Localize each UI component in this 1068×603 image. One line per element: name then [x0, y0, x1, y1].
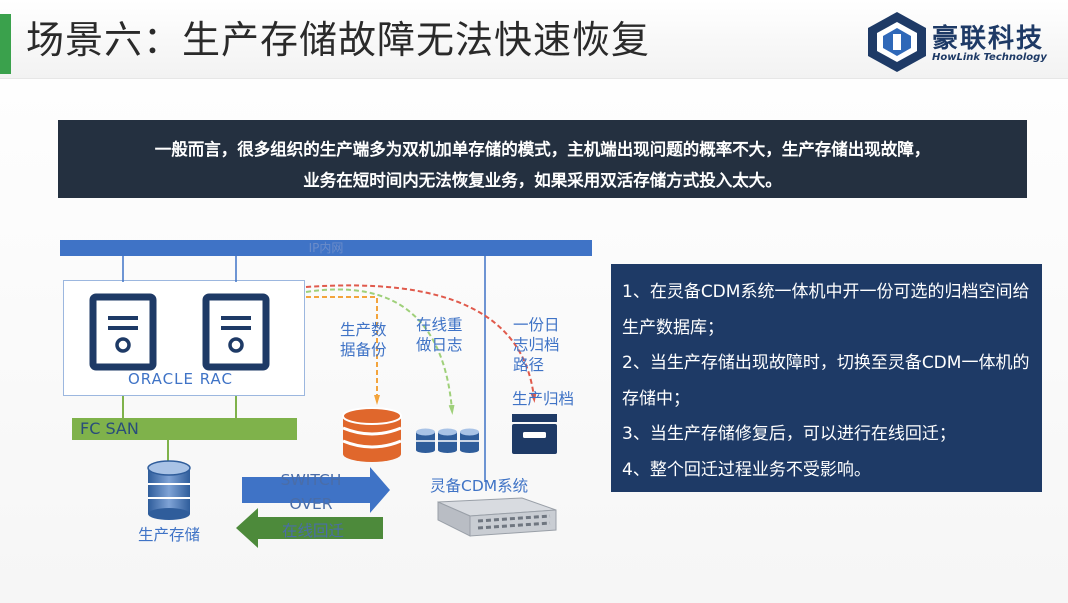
brand-name-english: HowLink Technology	[932, 52, 1047, 63]
cdm-system-label: 灵备CDM系统	[430, 477, 529, 495]
howlink-logo-icon	[868, 12, 926, 72]
archive-box-icon	[512, 414, 557, 454]
online-migrate-back-label: 在线回迁	[281, 522, 344, 540]
redo-log-flow-arrow	[305, 288, 455, 415]
summary-line-1: 一般而言，很多组织的生产端多为双机加单存储的模式，主机端出现问题的概率不大，生产…	[154, 140, 931, 159]
switch-over-label: SWITCH OVER	[280, 471, 342, 513]
note-item: 1、在灵备CDM系统一体机中开一份可选的归档空间给生产数据库；	[622, 282, 1030, 338]
fc-san-bar	[72, 418, 297, 440]
backup-flow-arrow	[306, 296, 380, 405]
oracle-rac-label: ORACLE RAC	[128, 370, 233, 388]
online-redo-log-label: 在线重做日志	[416, 316, 463, 354]
production-storage-label: 生产存储	[138, 526, 201, 544]
archive-flow-arrow	[305, 284, 537, 403]
notes-panel: 1、在灵备CDM系统一体机中开一份可选的归档空间给生产数据库； 2、当生产存储出…	[611, 264, 1042, 492]
page-title: 场景六：生产存储故障无法快速恢复	[26, 18, 651, 62]
server-icon	[89, 293, 157, 371]
brand-name: 豪联科技	[932, 24, 1045, 54]
production-storage-icon	[147, 460, 191, 520]
archive-path-label: 一份日志归档路径	[513, 316, 560, 374]
note-item: 2、当生产存储出现故障时，切换至灵备CDM一体机的存储中；	[622, 353, 1030, 409]
ip-network-label: IP内网	[308, 241, 344, 255]
migrate-back-arrow	[236, 508, 383, 548]
data-backup-label: 生产数据备份	[340, 321, 387, 359]
production-archive-label: 生产归档	[512, 390, 575, 408]
title-accent-bar	[0, 14, 11, 74]
redo-log-storage-icon	[416, 428, 479, 453]
backup-database-icon	[342, 407, 402, 462]
switch-over-arrow	[242, 467, 390, 513]
summary-line-2: 业务在短时间内无法恢复业务，如果采用双活存储方式投入太大。	[303, 171, 782, 190]
summary-banner: 一般而言，很多组织的生产端多为双机加单存储的模式，主机端出现问题的概率不大，生产…	[58, 120, 1027, 198]
cdm-appliance-icon	[437, 497, 557, 537]
note-item: 4、整个回迁过程业务不受影响。	[622, 459, 871, 480]
ip-network-bar: IP内网	[60, 240, 592, 256]
fc-san-label: FC SAN	[80, 419, 139, 438]
server-icon	[202, 293, 270, 371]
note-item: 3、当生产存储修复后，可以进行在线回迁；	[622, 424, 956, 444]
